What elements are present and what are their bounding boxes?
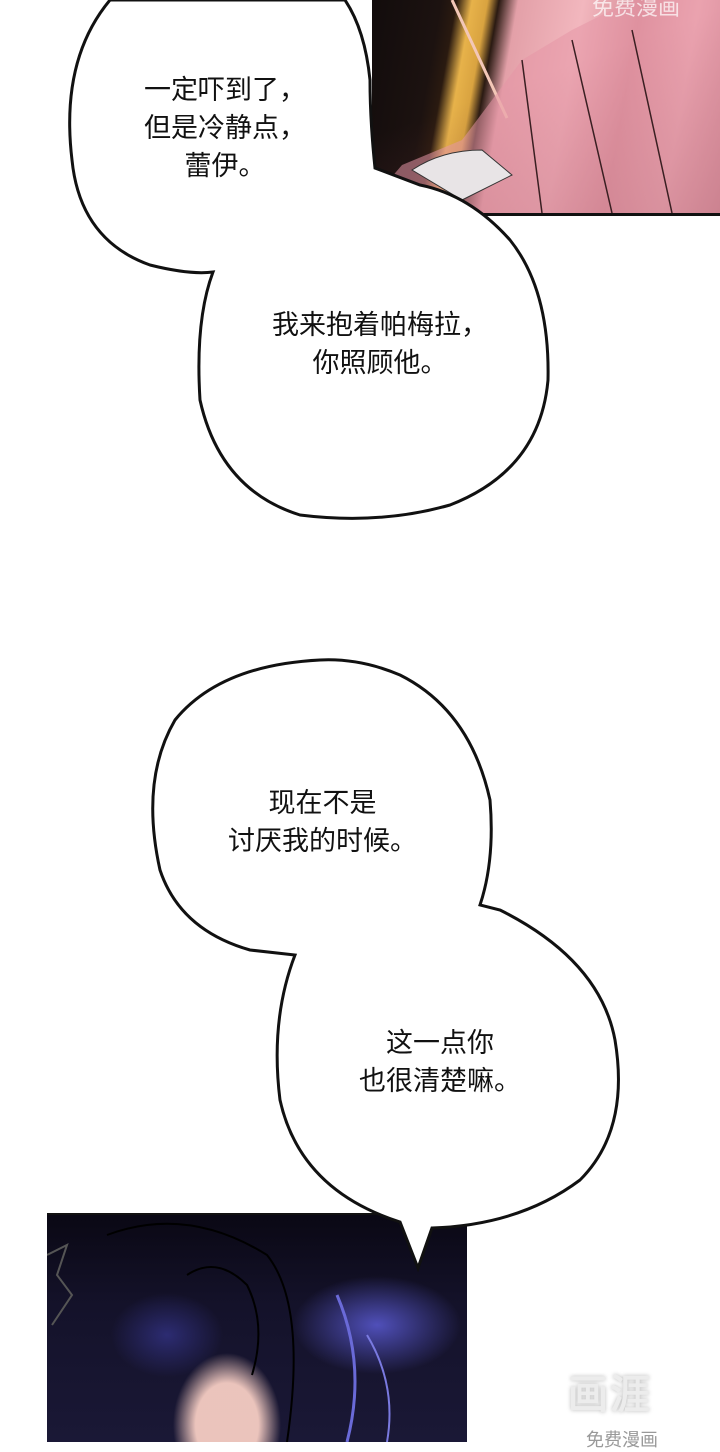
watermark-logo: 画涯: [568, 1372, 652, 1418]
bottom-panel-artwork: [47, 1213, 467, 1442]
watermark-top: 免费漫画: [591, 0, 680, 21]
bubble-1-2-shape: [68, 0, 550, 520]
speech-bubble-3-text: 现在不是 讨厌我的时候。: [228, 788, 417, 857]
top-panel-artwork: 免费漫画: [372, 0, 720, 216]
watermark-subtext: 免费漫画: [586, 1430, 658, 1451]
bubble-3-4-shape: [151, 658, 620, 1273]
speech-bubble-2-text: 我来抱着帕梅拉， 你照顾他。: [272, 310, 488, 379]
speech-bubble-1-text: 一定吓到了， 但是冷静点， 蕾伊。: [144, 75, 306, 182]
speech-bubble-4-text: 这一点你 也很清楚嘛。: [359, 1028, 521, 1097]
